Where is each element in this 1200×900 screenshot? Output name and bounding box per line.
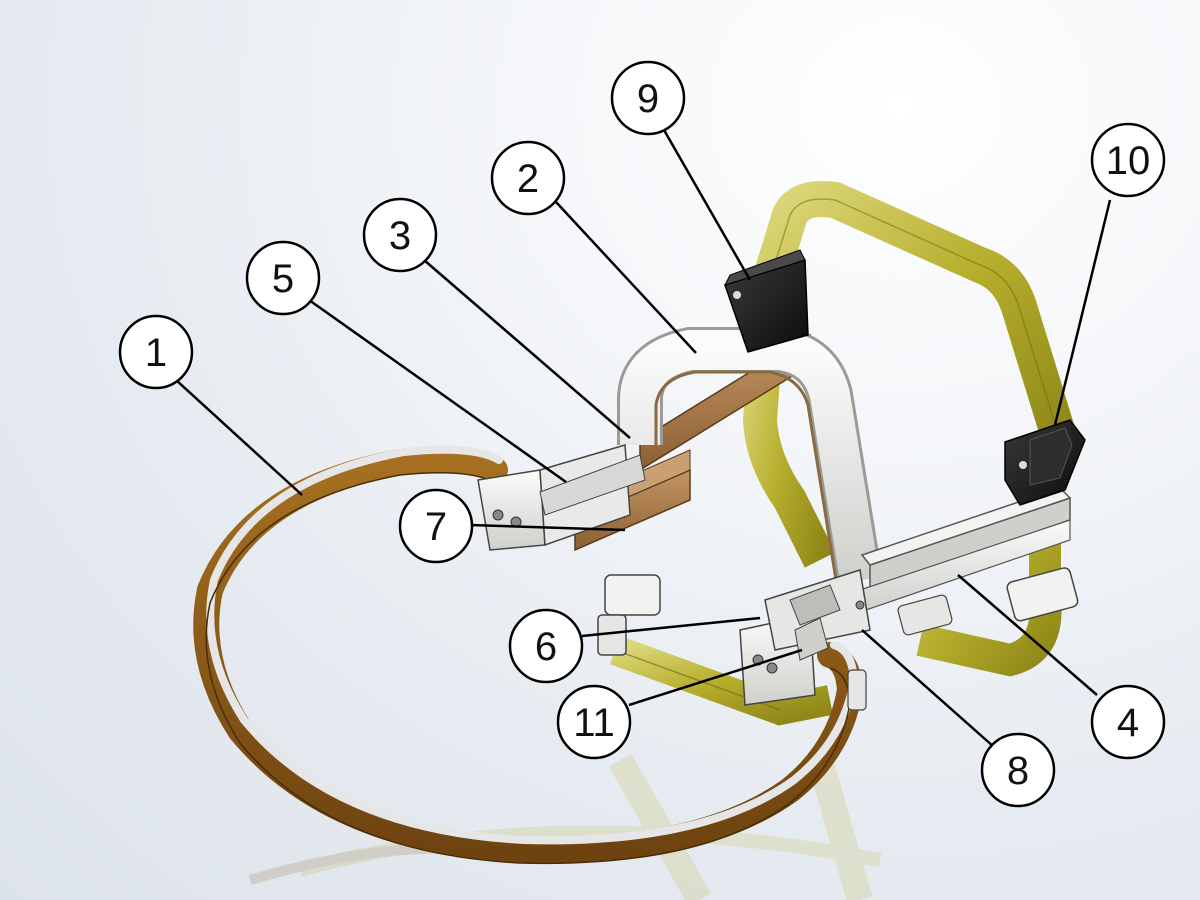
olive-strap-loop	[742, 181, 1078, 677]
callout-1: 1	[118, 314, 194, 390]
callout-6: 6	[508, 608, 584, 684]
callout-label-9: 9	[637, 77, 659, 121]
callout-2: 2	[490, 140, 566, 216]
headband-ring	[193, 445, 864, 865]
black-clip-10	[1004, 419, 1086, 506]
right-bracket	[739, 569, 871, 706]
callout-label-7: 7	[425, 505, 447, 549]
callout-label-8: 8	[1007, 749, 1029, 793]
callout-9: 9	[610, 60, 686, 136]
leader-1	[175, 379, 303, 496]
strap-buckles	[597, 567, 1079, 711]
black-clip-9	[724, 249, 809, 353]
callout-7: 7	[398, 488, 474, 564]
arch-bracket	[617, 327, 883, 584]
callout-5: 5	[245, 240, 321, 316]
leader-7	[469, 523, 626, 532]
leader-5	[308, 298, 567, 484]
leader-6	[581, 616, 761, 638]
callouts: 1 2 3 4 5 6 7 8	[118, 60, 1166, 808]
callout-10: 10	[1090, 122, 1166, 198]
leader-2	[555, 201, 697, 354]
callout-label-5: 5	[272, 257, 294, 301]
callout-label-2: 2	[517, 157, 539, 201]
leader-8	[861, 629, 995, 748]
callout-label-11: 11	[573, 701, 615, 745]
side-rail	[859, 487, 1072, 613]
callout-label-6: 6	[535, 625, 557, 669]
leader-10	[1053, 199, 1112, 426]
leader-lines	[175, 129, 1112, 748]
left-bracket	[477, 444, 646, 551]
callout-label-1: 1	[145, 331, 167, 375]
callout-3: 3	[362, 197, 438, 273]
leader-9	[662, 129, 752, 281]
callout-8: 8	[980, 732, 1056, 808]
callout-label-10: 10	[1106, 139, 1151, 183]
callout-4: 4	[1090, 684, 1166, 760]
callout-label-4: 4	[1117, 701, 1139, 745]
callout-label-3: 3	[389, 214, 411, 258]
callout-11: 11	[556, 684, 632, 760]
leader-4	[957, 574, 1098, 696]
leader-3	[423, 259, 631, 439]
leader-11	[628, 648, 803, 707]
